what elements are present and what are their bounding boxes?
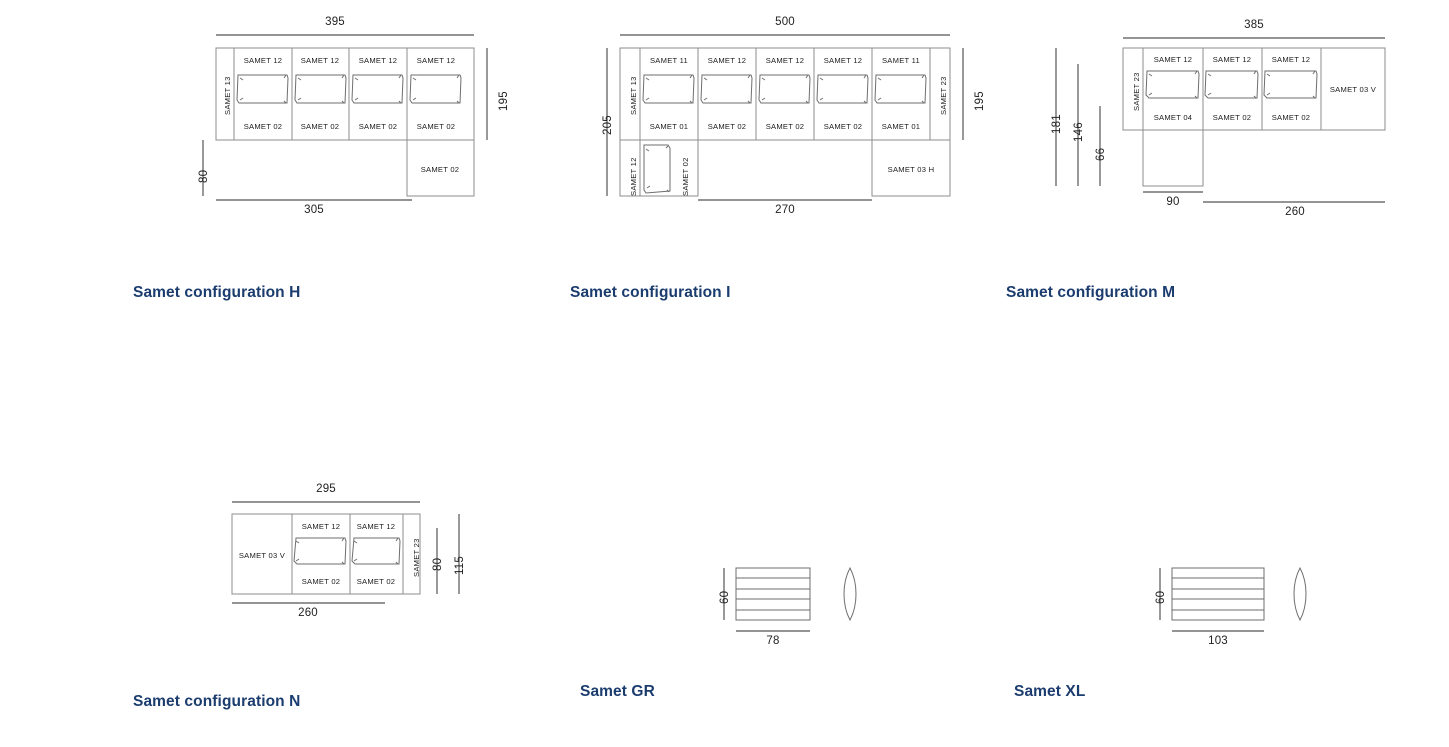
dim-m-bottom-left: 90 — [1166, 196, 1180, 208]
module-label-i-0: SAMET 13 — [629, 76, 638, 115]
caption-samet-configuration-i: Samet configuration I — [570, 284, 731, 301]
dim-gr-height: 60 — [719, 590, 731, 604]
caption-samet-configuration-n: Samet configuration N — [133, 693, 301, 710]
module-label-m-4: SAMET 02 — [1212, 113, 1252, 122]
module-label-i-12: SAMET 12 — [629, 157, 638, 196]
dim-h-left: 80 — [198, 169, 210, 183]
module-label-i-9: SAMET 11 — [881, 56, 921, 65]
dim-n-right-inner: 80 — [432, 557, 444, 571]
dim-m-left-mid: 146 — [1073, 122, 1085, 142]
dim-h-bottom: 305 — [304, 204, 324, 216]
dim-xl-height: 60 — [1155, 590, 1167, 604]
dim-n-right-outer: 115 — [454, 556, 466, 575]
caption-samet-configuration-m: Samet configuration M — [1006, 284, 1176, 301]
figure-samet-xl: 60 103 — [1140, 555, 1340, 665]
module-label-m-6: SAMET 02 — [1271, 113, 1311, 122]
module-label-i-7: SAMET 12 — [823, 56, 863, 65]
module-label-n-4: SAMET 02 — [356, 577, 396, 586]
module-label-m-2: SAMET 04 — [1153, 113, 1193, 122]
samet-configuration-h-drawing — [202, 34, 488, 201]
dim-m-bottom-right: 260 — [1285, 206, 1305, 218]
module-label-h-0: SAMET 13 — [223, 76, 232, 115]
module-label-n-0: SAMET 03 V — [238, 551, 286, 560]
module-label-n-1: SAMET 12 — [301, 522, 341, 531]
dim-xl-width: 103 — [1208, 635, 1228, 647]
module-label-i-4: SAMET 02 — [707, 122, 747, 131]
module-label-i-8: SAMET 02 — [823, 122, 863, 131]
samet-xl-drawing — [1159, 566, 1307, 632]
module-label-i-10: SAMET 01 — [881, 122, 921, 131]
samet-configuration-i-drawing — [606, 34, 964, 201]
module-label-i-14: SAMET 03 H — [887, 165, 935, 174]
module-label-h-5: SAMET 12 — [358, 56, 398, 65]
figure-samet-configuration-m: 385 181 146 66 90 260 SAMET 23 SAMET 12 … — [1030, 18, 1420, 218]
caption-samet-xl: Samet XL — [1014, 683, 1086, 700]
module-label-n-5: SAMET 23 — [412, 538, 421, 577]
caption-samet-configuration-h: Samet configuration H — [133, 284, 301, 301]
dim-m-top: 385 — [1244, 19, 1264, 31]
module-label-i-2: SAMET 01 — [649, 122, 689, 131]
module-label-i-11: SAMET 23 — [939, 76, 948, 115]
dim-h-top: 395 — [325, 16, 345, 28]
module-label-m-3: SAMET 12 — [1212, 55, 1252, 64]
module-label-n-3: SAMET 12 — [356, 522, 396, 531]
module-label-h-9: SAMET 02 — [420, 165, 460, 174]
module-label-h-1: SAMET 12 — [243, 56, 283, 65]
module-label-i-6: SAMET 02 — [765, 122, 805, 131]
dim-i-top: 500 — [775, 16, 795, 28]
figure-samet-gr: 60 78 — [700, 555, 900, 665]
module-label-h-3: SAMET 12 — [300, 56, 340, 65]
module-label-i-3: SAMET 12 — [707, 56, 747, 65]
module-label-h-6: SAMET 02 — [358, 122, 398, 131]
module-label-i-13: SAMET 02 — [681, 157, 690, 196]
module-label-i-5: SAMET 12 — [765, 56, 805, 65]
dim-i-bottom: 270 — [775, 204, 795, 216]
dim-h-right: 195 — [498, 91, 510, 111]
dim-i-left: 205 — [602, 115, 614, 135]
module-label-m-0: SAMET 23 — [1132, 72, 1141, 111]
dim-gr-width: 78 — [766, 635, 780, 647]
module-label-h-2: SAMET 02 — [243, 122, 283, 131]
dim-n-bottom: 260 — [298, 607, 318, 619]
module-label-m-7: SAMET 03 V — [1329, 85, 1377, 94]
module-label-i-1: SAMET 11 — [649, 56, 689, 65]
figure-samet-configuration-n: 295 260 80 115 SAMET 03 V SAMET 12 SAMET… — [215, 478, 495, 633]
dim-n-top: 295 — [316, 483, 336, 495]
dim-i-right: 195 — [974, 91, 986, 111]
caption-samet-gr: Samet GR — [580, 683, 655, 700]
samet-configuration-m-drawing — [1055, 37, 1386, 203]
module-label-h-4: SAMET 02 — [300, 122, 340, 131]
samet-configuration-n-drawing — [231, 501, 460, 604]
module-label-m-5: SAMET 12 — [1271, 55, 1311, 64]
figure-samet-configuration-i: 500 270 195 205 SAMET 13 SAMET 11 SAMET … — [580, 16, 990, 218]
dim-m-left-outer: 181 — [1051, 114, 1063, 134]
module-label-h-7: SAMET 12 — [416, 56, 456, 65]
samet-gr-drawing — [723, 566, 857, 632]
module-label-n-2: SAMET 02 — [301, 577, 341, 586]
figure-samet-configuration-h: 395 305 195 80 SAMET 13 SAMET 12 SAMET 0… — [180, 16, 510, 218]
module-label-h-8: SAMET 02 — [416, 122, 456, 131]
dim-m-left-inner: 66 — [1095, 147, 1107, 161]
module-label-m-1: SAMET 12 — [1153, 55, 1193, 64]
